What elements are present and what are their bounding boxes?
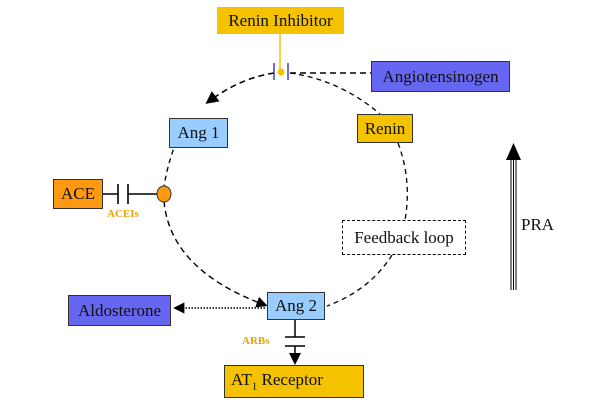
node-label: ACE <box>61 184 95 203</box>
node-label: Ang 2 <box>274 296 318 315</box>
node-label: Feedback loop <box>354 227 454 247</box>
node-renin: Renin <box>357 114 413 143</box>
pra-label: PRA <box>521 215 555 234</box>
ace-site-dot <box>156 185 172 203</box>
cycle-arc-top-left <box>205 72 275 104</box>
node-ace: ACE <box>53 179 103 209</box>
cycle-arc-renin-feedback <box>397 142 408 221</box>
cycle-arc-top-right <box>289 72 381 115</box>
node-aldosterone: Aldosterone <box>68 295 171 326</box>
node-label: Ang 1 <box>177 123 220 142</box>
node-renin-inhibitor: Renin Inhibitor <box>217 7 344 34</box>
cycle-arc-feedback-ang2 <box>326 254 393 307</box>
acei-label: ACEIs <box>107 208 139 220</box>
node-ang2: Ang 2 <box>267 292 325 320</box>
node-feedback-loop: Feedback loop <box>342 220 466 255</box>
node-angiotensinogen: Angiotensinogen <box>371 61 510 92</box>
node-label: Aldosterone <box>77 300 162 320</box>
cycle-arc-ace-ang2 <box>163 200 268 308</box>
renin-inhibitor-dot <box>277 68 285 76</box>
node-at1-receptor: AT1 Receptor <box>224 365 364 398</box>
node-label: Angiotensinogen <box>382 66 499 86</box>
node-label: Renin Inhibitor <box>228 10 333 30</box>
node-label: Renin <box>364 118 406 138</box>
arb-label: ARBs <box>242 335 270 347</box>
node-ang1: Ang 1 <box>169 118 228 148</box>
node-label: AT1 Receptor <box>231 370 323 393</box>
pra-arrow-head <box>506 143 521 160</box>
